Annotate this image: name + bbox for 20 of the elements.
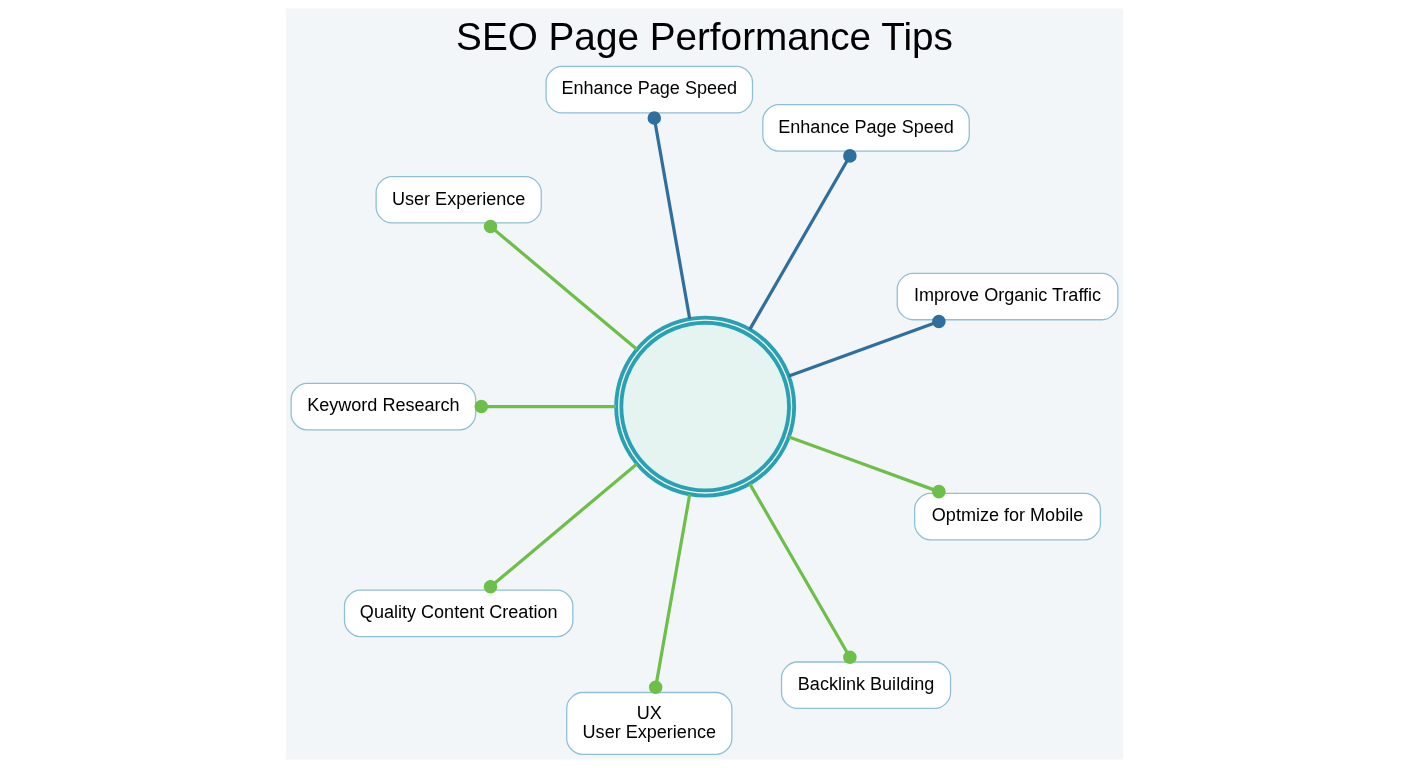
connector	[483, 219, 638, 351]
node-box: Optmize for Mobile	[913, 492, 1101, 541]
connector	[647, 111, 691, 319]
node-box: Backlink Building	[780, 661, 951, 710]
connector	[787, 435, 946, 499]
connector	[787, 314, 946, 378]
node-box: Enhance Page Speed	[544, 65, 753, 114]
node-box: Enhance Page Speed	[761, 104, 970, 152]
connector	[648, 494, 691, 694]
node-box: Keyword Research	[290, 382, 476, 431]
connector	[474, 399, 616, 414]
connector	[747, 483, 857, 665]
connector	[483, 462, 638, 594]
node-picture	[613, 315, 796, 498]
connector	[747, 149, 857, 331]
diagram-title: SEO Page Performance Tips	[455, 14, 953, 58]
node-box: Improve Organic Traffic	[896, 272, 1118, 321]
node-box: Quality Content Creation	[343, 589, 573, 638]
node-box: UX User Experience	[565, 691, 732, 756]
node-box: User Experience	[374, 175, 542, 224]
